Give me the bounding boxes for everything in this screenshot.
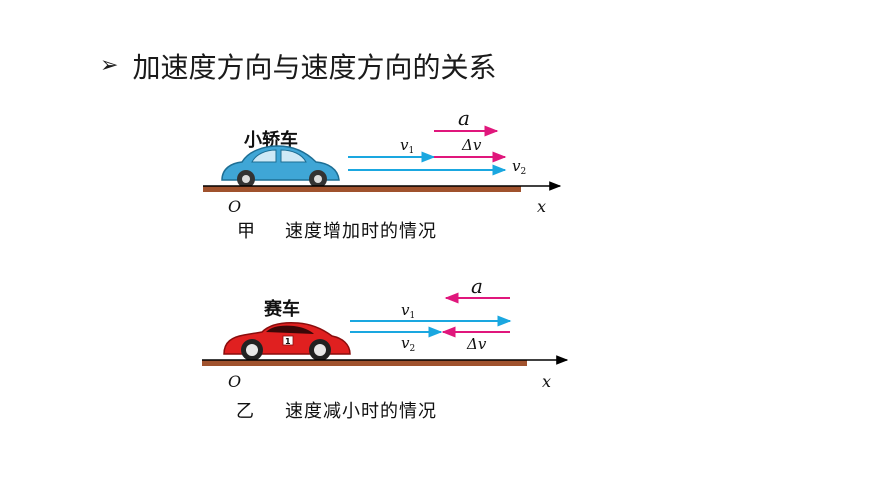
racecar-label: 赛车 bbox=[263, 298, 300, 320]
sedan-car-icon bbox=[221, 145, 340, 188]
racecar-icon: 1 bbox=[223, 322, 351, 361]
x-axis-label: x bbox=[537, 197, 546, 216]
acceleration-label: a bbox=[458, 106, 470, 130]
svg-text:1: 1 bbox=[285, 337, 291, 346]
v2-symbol: v bbox=[512, 157, 521, 175]
heading-text: 加速度方向与速度方向的关系 bbox=[132, 51, 497, 84]
caption-prefix: 甲 bbox=[237, 221, 255, 242]
v2-symbol: v bbox=[401, 334, 410, 352]
ground-strip bbox=[203, 186, 521, 192]
slide-heading: ➢ 加速度方向与速度方向的关系 bbox=[100, 46, 496, 86]
panel-a: 小轿车 O x a v1 Δv v2 bbox=[203, 106, 562, 242]
v1-label: v1 bbox=[401, 301, 415, 321]
panel-b: 赛车 1 O x a v1 v2 bbox=[202, 274, 569, 422]
v1-symbol: v bbox=[400, 136, 409, 154]
v2-label: v2 bbox=[512, 157, 526, 177]
origin-label: O bbox=[228, 197, 241, 216]
x-axis-label: x bbox=[542, 372, 551, 391]
origin-label: O bbox=[228, 372, 241, 391]
acceleration-label: a bbox=[471, 274, 483, 298]
v1-subscript: 1 bbox=[408, 146, 414, 156]
sedan-label: 小轿车 bbox=[244, 129, 298, 151]
v2-subscript: 2 bbox=[409, 344, 415, 354]
v1-symbol: v bbox=[401, 301, 410, 319]
caption-prefix: 乙 bbox=[236, 401, 254, 422]
caption-text: 速度增加时的情况 bbox=[285, 221, 437, 242]
bullet-arrow-icon: ➢ bbox=[100, 53, 119, 78]
caption-text: 速度减小时的情况 bbox=[285, 401, 437, 422]
delta-v-label: Δv bbox=[466, 335, 487, 353]
ground-strip bbox=[202, 360, 527, 366]
delta-v-label: Δv bbox=[461, 136, 482, 154]
v1-subscript: 1 bbox=[409, 311, 415, 321]
v1-label: v1 bbox=[400, 136, 414, 156]
v2-label: v2 bbox=[401, 334, 415, 354]
v2-subscript: 2 bbox=[520, 167, 526, 177]
